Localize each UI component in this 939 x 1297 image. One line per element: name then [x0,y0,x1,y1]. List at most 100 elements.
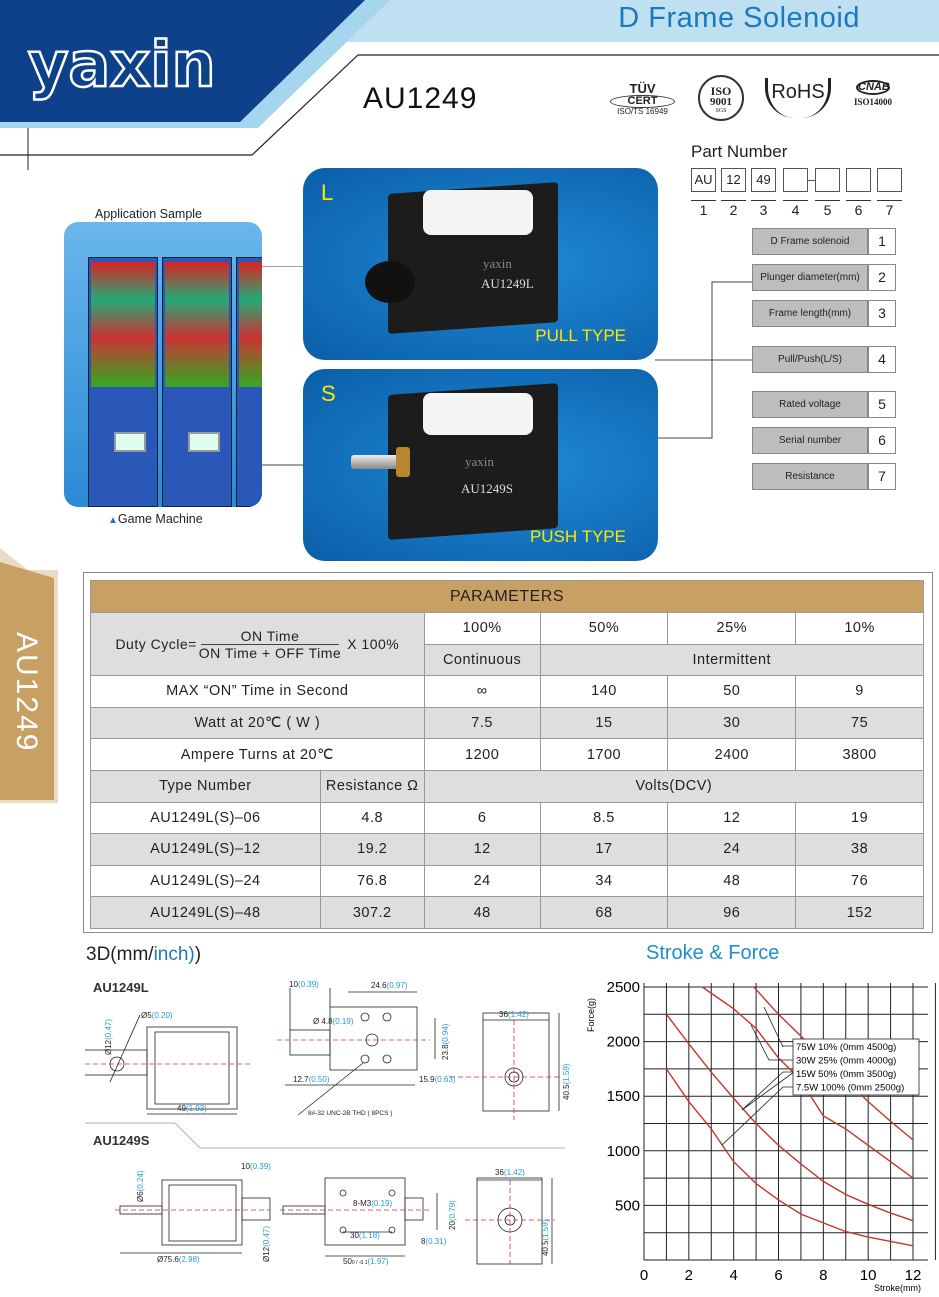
yaxin-logo: yaxin [28,28,216,101]
y-tick-label: 500 [615,1197,640,1214]
dimension-drawings: Ø5(0.20) Ø12(0.47) 49(1.93) 10(0.39) 24.… [85,980,571,1266]
pn-pos-3: 3 [751,200,776,218]
pn-box-6 [846,168,871,192]
svg-text:10(0.39): 10(0.39) [241,1162,271,1171]
y-tick-label: 2000 [607,1034,640,1051]
application-caption: ▲Game Machine [108,512,203,526]
svg-text:36(1.42): 36(1.42) [495,1168,525,1177]
x-tick-label: 4 [729,1267,737,1284]
legend-leader-line [750,1024,794,1061]
svg-text:Ø5(0.20): Ø5(0.20) [141,1011,173,1020]
pn-pos-2: 2 [721,200,746,218]
side-tab [0,548,58,803]
legend-leader-line [721,1086,794,1146]
series-line [665,1068,914,1247]
x-tick-label: 2 [685,1267,693,1284]
drawing-s-title: AU1249S [93,1133,150,1148]
svg-text:Ø75.6(2.98): Ø75.6(2.98) [157,1255,200,1264]
part-number-title: Part Number [691,142,788,161]
push-type-product-image: S yaxin AU1249S PUSH TYPE [303,369,658,561]
drawings-title: 3D(mm/inch)) [86,944,202,965]
svg-text:30(1.18): 30(1.18) [350,1231,380,1240]
push-type-label: PUSH TYPE [529,527,626,546]
y-tick-label: 1000 [607,1143,640,1160]
svg-text:49(1.93): 49(1.93) [177,1104,207,1113]
legend-entry: 75W 10% (0mm 4500g) [796,1042,896,1053]
pn-legend-row: Plunger diameter(mm)2 [752,264,896,291]
pn-pos-5: 5 [815,200,840,218]
svg-text:23.8(0.94): 23.8(0.94) [441,1023,450,1060]
pn-pos-6: 6 [846,200,871,218]
svg-text:8#-32 UNC-2B THD ( 8PCS ): 8#-32 UNC-2B THD ( 8PCS ) [308,1110,392,1117]
pn-box-4 [783,168,808,192]
parameters-frame [83,572,933,933]
x-tick-label: 10 [860,1267,877,1284]
model-number: AU1249 [363,82,478,115]
series-line [665,1013,914,1222]
page-title: D Frame Solenoid [618,2,860,34]
x-tick-label: 6 [774,1267,782,1284]
application-title: Application Sample [95,207,203,221]
pn-box-3: 49 [751,168,776,192]
svg-text:36(1.42): 36(1.42) [499,1010,529,1019]
pn-legend-row: Frame length(mm)3 [752,300,896,327]
svg-text:8(0.31): 8(0.31) [421,1237,447,1246]
x-tick-label: 12 [905,1267,922,1284]
x-axis-label: Stroke(mm) [874,1283,921,1293]
push-letter: S [321,381,336,406]
pn-pos-7: 7 [877,200,902,218]
svg-text:20(0.79): 20(0.79) [448,1200,457,1230]
y-tick-label: 2500 [607,979,640,996]
tuv-cert-logo: TÜV CERT ISO/TS 16949 [610,82,675,116]
svg-text:Ø12(0.47): Ø12(0.47) [262,1226,271,1262]
pn-box-1: AU [691,168,716,192]
svg-text:Ø 4.8(0.19): Ø 4.8(0.19) [313,1017,354,1026]
x-tick-label: 0 [640,1267,648,1284]
header-graphic: yaxin [0,0,939,170]
svg-text:Ø6(0.24): Ø6(0.24) [136,1170,145,1202]
parameters-title: PARAMETERS [90,580,924,613]
svg-text:15.9(0.63): 15.9(0.63) [419,1075,456,1084]
pn-box-5 [815,168,840,192]
drawing-l-title: AU1249L [93,980,149,995]
x-tick-label: 8 [819,1267,827,1284]
svg-text:8-M3(0.19): 8-M3(0.19) [353,1199,392,1208]
iso9001-logo: ISO 9001 SGS [698,75,744,121]
application-connector-lines [262,266,304,466]
pull-type-product-image: L yaxin AU1249L PULL TYPE [303,168,658,360]
y-axis-label: Force(g) [586,998,596,1032]
legend-box [792,1038,920,1096]
chart-title: Stroke & Force [646,942,780,964]
pull-type-label: PULL TYPE [535,326,626,345]
legend-leader-line [763,1006,794,1048]
game-machine-image [64,222,262,507]
svg-text:40.5(1.59): 40.5(1.59) [562,1063,571,1100]
legend-entry: 30W 25% (0mm 4000g) [796,1056,896,1067]
legend-leader-line [741,1071,795,1111]
svg-text:12.7(0.50): 12.7(0.50) [293,1075,330,1084]
cnab-logo: CNAB ISO14000 [853,80,892,107]
svg-text:24.6(0.97): 24.6(0.97) [371,981,408,990]
pn-pos-1: 1 [691,200,716,218]
pn-box-2: 12 [721,168,746,192]
svg-text:500 / -0.1(1.97): 500 / -0.1(1.97) [343,1257,389,1266]
series-line [701,986,914,1179]
svg-text:Ø12(0.47): Ø12(0.47) [104,1019,113,1055]
svg-text:10(0.39): 10(0.39) [289,980,319,989]
connector-lines [655,281,752,439]
y-tick-label: 1500 [607,1088,640,1105]
pn-box-7 [877,168,902,192]
pn-legend-row: Pull/Push(L/S)4 [752,346,896,373]
legend-entry: 15W 50% (0mm 3500g) [796,1069,896,1080]
